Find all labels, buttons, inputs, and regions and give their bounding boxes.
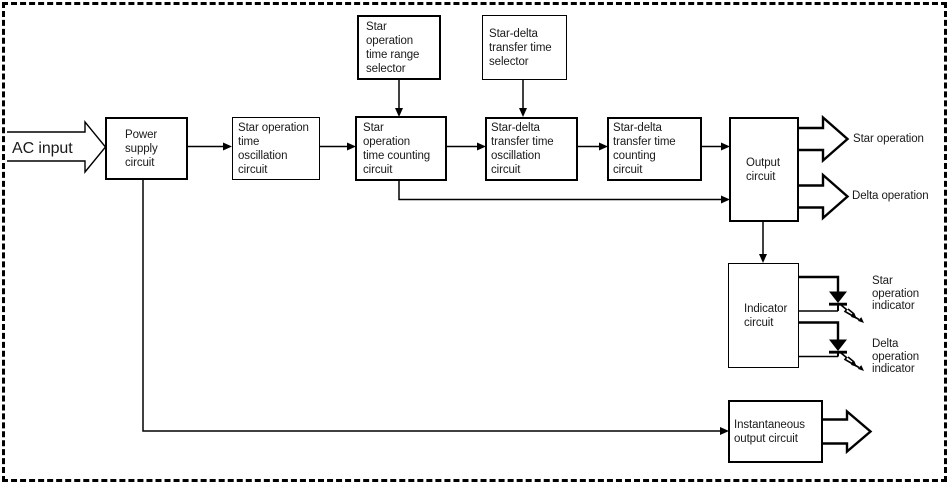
delta-operation-indicator-label: Delta operation indicator [872,338,920,375]
connector-star-count-bypass-to-output [398,181,722,201]
arrowhead-icon [347,142,356,151]
block-star-delta-transfer-time-selector: Star-delta transfer time selector [482,15,567,80]
star-operation-indicator-label: Star operation indicator [872,275,920,312]
arrowhead-icon [223,142,232,151]
star-indicator-led-icon [799,275,865,324]
block-instantaneous-output-circuit: Instantaneous output circuit [728,400,823,463]
connector-lines [142,80,764,432]
block-output-circuit: Output circuit [729,117,799,222]
arrowhead-icon [721,195,730,204]
delta-operation-label: Delta operation [852,190,929,202]
arrowhead-icon [759,254,767,263]
arrowhead-icon [395,108,403,117]
connector-arrowheads [223,108,767,435]
block-indicator-circuit: Indicator circuit [728,263,799,368]
arrowhead-icon [599,142,608,151]
block-star-operation-time-range-selector: Star operation time range selector [357,15,441,80]
star-operation-label: Star operation [853,133,924,145]
arrowhead-icon [477,142,486,151]
block-power-supply-circuit: Power supply circuit [105,117,188,180]
instantaneous-output-arrow-icon [823,408,873,455]
arrowhead-icon [519,108,527,117]
block-star-operation-time-oscillation-circuit: Star operation time oscillation circuit [232,117,320,180]
delta-indicator-led-icon [799,321,865,372]
connector-power-to-instantaneous [142,180,721,432]
ac-input-label: AC input [12,140,73,157]
arrowhead-icon [721,142,730,151]
star-operation-output-arrow-icon [799,114,850,164]
delta-operation-output-arrow-icon [799,172,850,221]
arrowhead-icon [720,427,729,435]
block-star-delta-transfer-time-oscillation-circuit: Star-delta transfer time oscillation cir… [485,117,578,181]
block-star-operation-time-counting-circuit: Star operation time counting circuit [355,116,447,181]
block-star-delta-transfer-time-counting-circuit: Star-delta transfer time counting circui… [607,117,702,181]
